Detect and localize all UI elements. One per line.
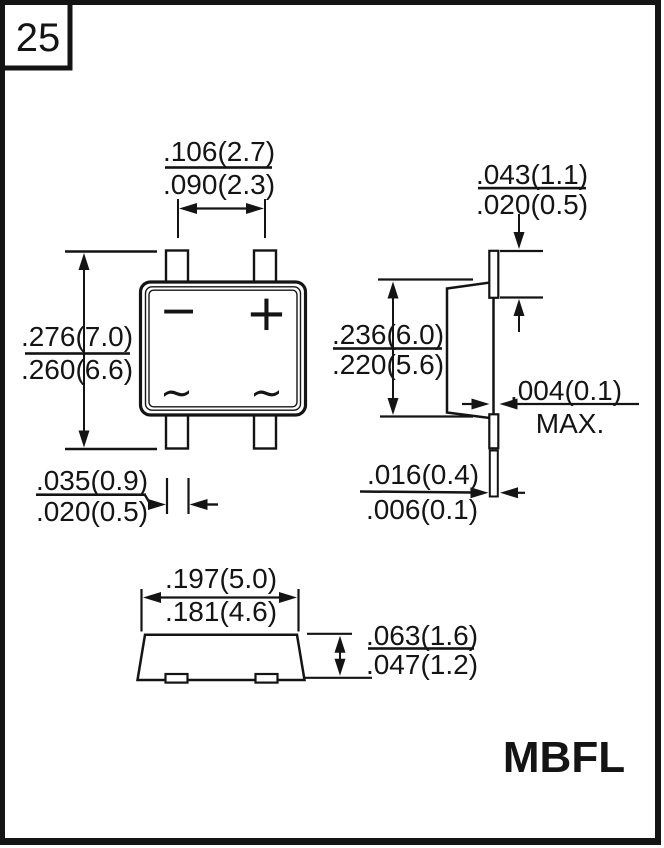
- arrowhead: [500, 487, 518, 499]
- dim-lead-thickness-min: .006(0.1): [366, 494, 478, 525]
- dim-overall-height-min: .260(6.6): [21, 354, 133, 385]
- arrowhead: [78, 253, 90, 270]
- arrowhead: [279, 592, 297, 603]
- dim-lead-width: .035(0.9) .020(0.5): [36, 465, 218, 527]
- arrowhead: [148, 499, 166, 510]
- front-lead-bottom-left: [164, 410, 190, 450]
- arrowhead: [471, 398, 490, 410]
- dim-body-height: .236(6.0) .220(5.6): [332, 278, 473, 418]
- dim-lead-pitch-max: .106(2.7): [163, 136, 275, 167]
- front-view: − + ∼ ∼: [138, 249, 308, 450]
- dim-standoff-value: .004(0.1): [510, 375, 622, 406]
- dim-standoff: .004(0.1) MAX.: [462, 375, 639, 439]
- dim-body-thickness-min: .047(1.2): [366, 649, 478, 680]
- bottom-lead-right: [254, 672, 279, 684]
- page-number-box: 25: [0, 0, 73, 71]
- side-lead-bottom-bend: [488, 449, 499, 498]
- ac-symbol-right: ∼: [250, 370, 284, 416]
- dim-lead-width-max: .035(0.9): [36, 465, 148, 496]
- arrowhead: [246, 203, 264, 214]
- arrowhead: [470, 487, 489, 499]
- arrowhead: [387, 281, 399, 299]
- page-number: 25: [16, 16, 61, 60]
- dim-body-height-bar: [333, 347, 442, 350]
- side-lead-top-tab: [488, 249, 500, 299]
- page-number-frame: [0, 0, 73, 71]
- border-right: [655, 0, 661, 845]
- arrowhead: [499, 398, 518, 410]
- dim-terminal-length-max: .043(1.1): [476, 159, 588, 190]
- side-body: [445, 280, 495, 420]
- arrowhead: [78, 430, 90, 448]
- dim-lead-pitch-min: .090(2.3): [163, 169, 275, 200]
- ac-symbol-left: ∼: [160, 370, 194, 416]
- side-lead-bottom-tab: [488, 413, 500, 450]
- dim-body-width: .197(5.0) .181(4.6): [140, 563, 300, 632]
- bottom-lead-left: [164, 672, 189, 684]
- front-body-outline-inner: [148, 289, 298, 408]
- dim-lead-pitch-bar: [165, 166, 272, 169]
- border-top: [0, 0, 661, 5]
- arrowhead: [513, 232, 525, 249]
- dim-standoff-qualifier: MAX.: [536, 408, 604, 439]
- front-lead-top-right: [252, 249, 278, 287]
- arrowhead: [143, 592, 161, 603]
- minus-symbol: −: [159, 283, 198, 337]
- dim-body-thickness: .063(1.6) .047(1.2): [305, 620, 478, 680]
- plus-symbol: +: [246, 284, 288, 342]
- dim-lead-thickness: .016(0.4) .006(0.1): [359, 459, 525, 525]
- arrowhead: [334, 635, 346, 653]
- dim-overall-height: .276(7.0) .260(6.6): [21, 250, 157, 451]
- dim-body-thickness-bar: [368, 647, 474, 650]
- arrowhead: [189, 499, 208, 510]
- arrowhead: [387, 398, 399, 415]
- dim-terminal-length: .043(1.1) .020(0.5): [476, 159, 588, 332]
- front-body-outline-mid: [144, 286, 302, 411]
- dim-body-height-max: .236(6.0): [332, 319, 444, 350]
- dim-lead-width-min: .020(0.5): [36, 496, 148, 527]
- side-view: [445, 249, 500, 498]
- dim-overall-height-bar: [25, 352, 130, 355]
- arrowhead: [334, 658, 346, 676]
- arrowhead: [513, 299, 525, 316]
- dim-terminal-length-bar: [478, 186, 586, 190]
- front-lead-bottom-right: [252, 410, 278, 450]
- dim-overall-height-max: .276(7.0): [21, 321, 133, 352]
- border-bottom: [0, 838, 661, 845]
- bottom-body: [136, 633, 306, 682]
- dim-body-width-max: .197(5.0): [165, 563, 277, 594]
- dim-lead-pitch: .106(2.7) .090(2.3): [163, 136, 275, 238]
- dim-terminal-length-min: .020(0.5): [476, 189, 588, 220]
- dim-lead-thickness-bar: [359, 490, 474, 494]
- package-name: MBFL: [503, 733, 625, 782]
- border-left: [0, 0, 5, 845]
- dim-body-width-min: .181(4.6): [165, 596, 277, 627]
- dim-body-height-min: .220(5.6): [332, 349, 444, 380]
- arrowhead: [179, 203, 197, 214]
- front-lead-top-left: [164, 249, 190, 287]
- dim-lead-thickness-max: .016(0.4): [367, 459, 479, 490]
- dim-lead-width-bar: [36, 493, 146, 496]
- bottom-view: [136, 633, 306, 684]
- dim-body-thickness-max: .063(1.6): [366, 620, 478, 651]
- front-body-outline-outer: [138, 280, 308, 417]
